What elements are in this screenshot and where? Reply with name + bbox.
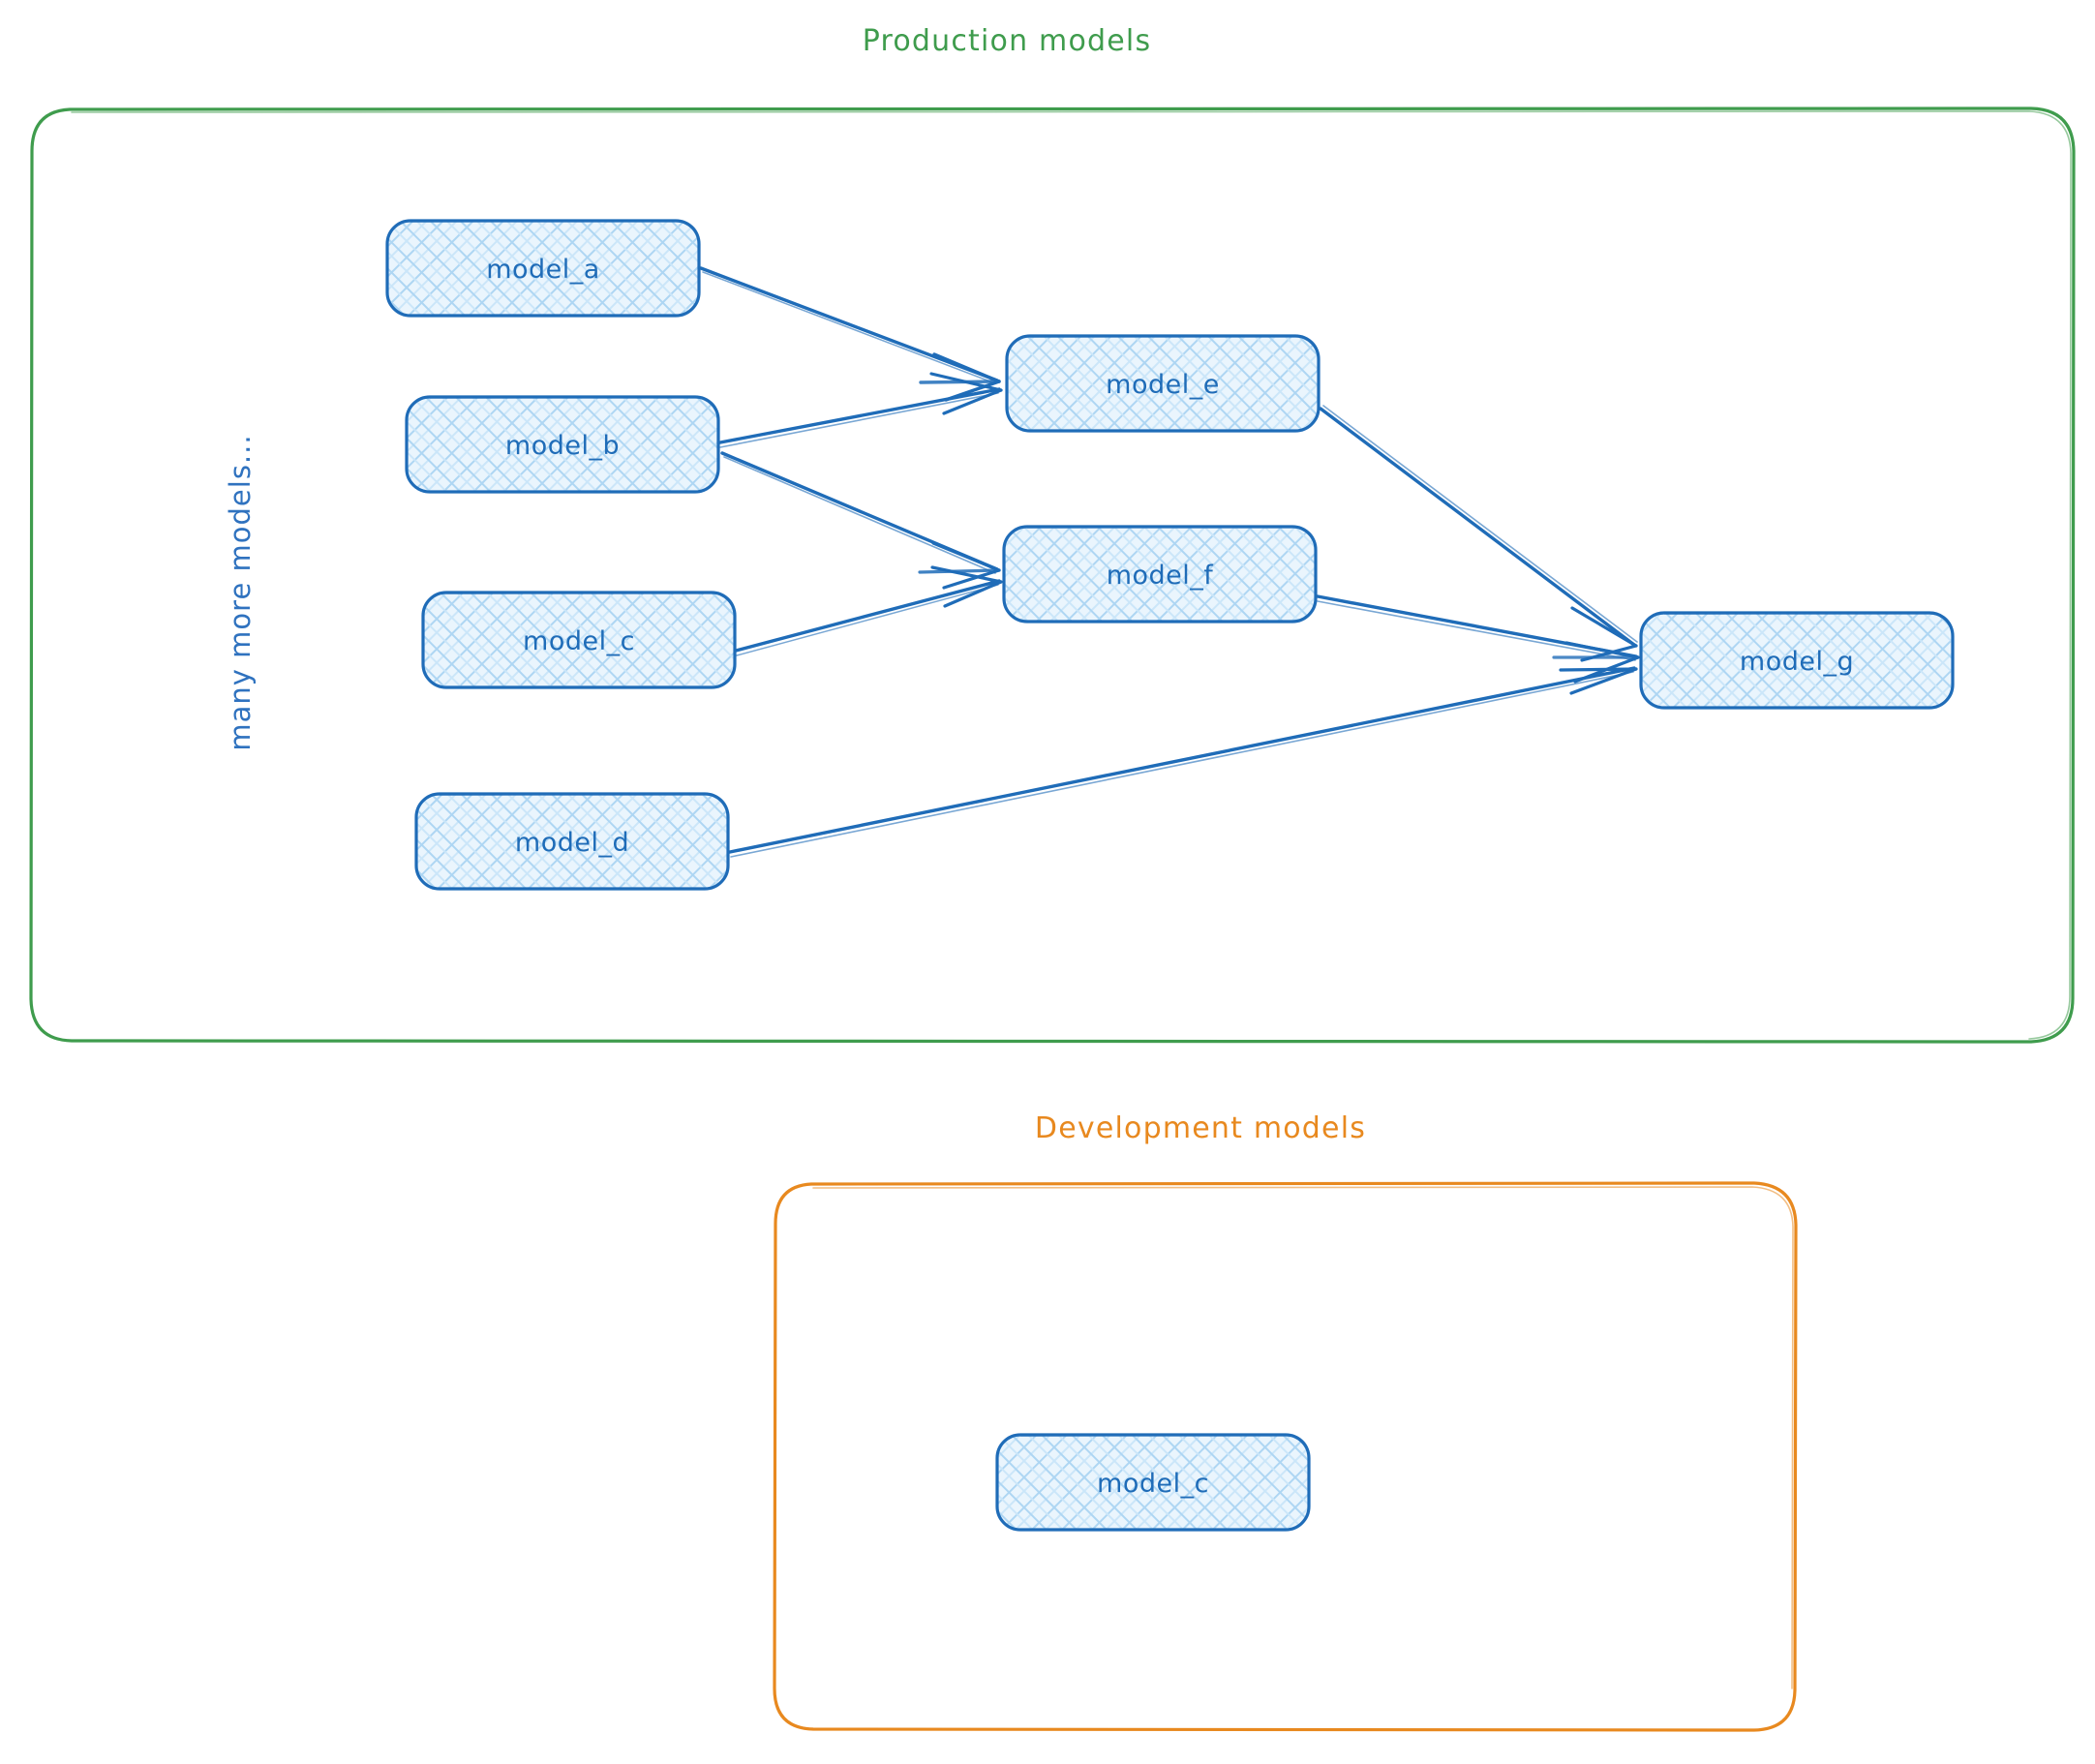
production-border <box>29 106 2076 1044</box>
node-label-model-f: model_f <box>1107 561 1215 591</box>
edge-e-to-g <box>1319 405 1638 662</box>
node-model-e[interactable]: model_e <box>1005 334 1321 433</box>
node-model-a[interactable]: model_a <box>385 219 701 318</box>
node-label-model-d: model_d <box>515 828 629 858</box>
edges-layer <box>699 266 1640 858</box>
edge-c-to-f <box>734 565 1003 656</box>
node-model-b[interactable]: model_b <box>405 395 720 494</box>
node-model-g[interactable]: model_g <box>1639 611 1955 710</box>
group-container-production <box>29 106 2076 1044</box>
node-model-f[interactable]: model_f <box>1002 525 1318 623</box>
node-label-model-a: model_a <box>486 255 600 285</box>
many-more-models-label: many more models... <box>224 434 257 750</box>
edge-b-to-f <box>720 451 1001 590</box>
node-label-model-c: model_c <box>523 626 635 656</box>
edge-d-to-g <box>728 666 1638 858</box>
group-container-development <box>773 1181 1798 1732</box>
production-group-title: Production models <box>863 24 1152 58</box>
development-group-title: Development models <box>1035 1111 1366 1145</box>
node-model-c-dev[interactable]: model_c <box>995 1433 1311 1532</box>
development-border-sketch <box>812 1186 1794 1689</box>
many-more-models-note: many more models... <box>224 434 257 750</box>
development-border <box>773 1181 1798 1732</box>
production-border-sketch <box>71 110 2072 1040</box>
node-label-model-c-dev: model_c <box>1097 1469 1209 1499</box>
node-model-c[interactable]: model_c <box>421 591 737 689</box>
node-label-model-e: model_e <box>1106 370 1220 400</box>
edge-b-to-e <box>718 372 1003 448</box>
node-label-model-g: model_g <box>1740 647 1854 677</box>
node-model-d[interactable]: model_d <box>414 792 730 891</box>
node-label-model-b: model_b <box>505 431 620 461</box>
